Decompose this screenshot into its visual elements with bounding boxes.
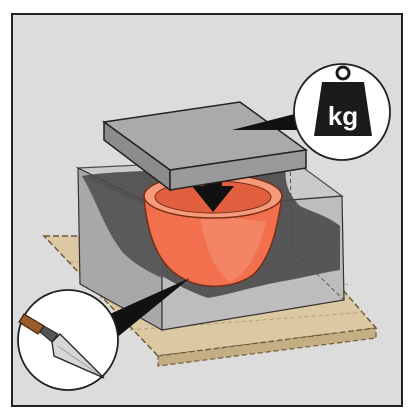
weight-unit-label: kg <box>328 101 358 131</box>
weight-callout: kg <box>294 64 390 160</box>
trowel-callout <box>18 290 118 390</box>
